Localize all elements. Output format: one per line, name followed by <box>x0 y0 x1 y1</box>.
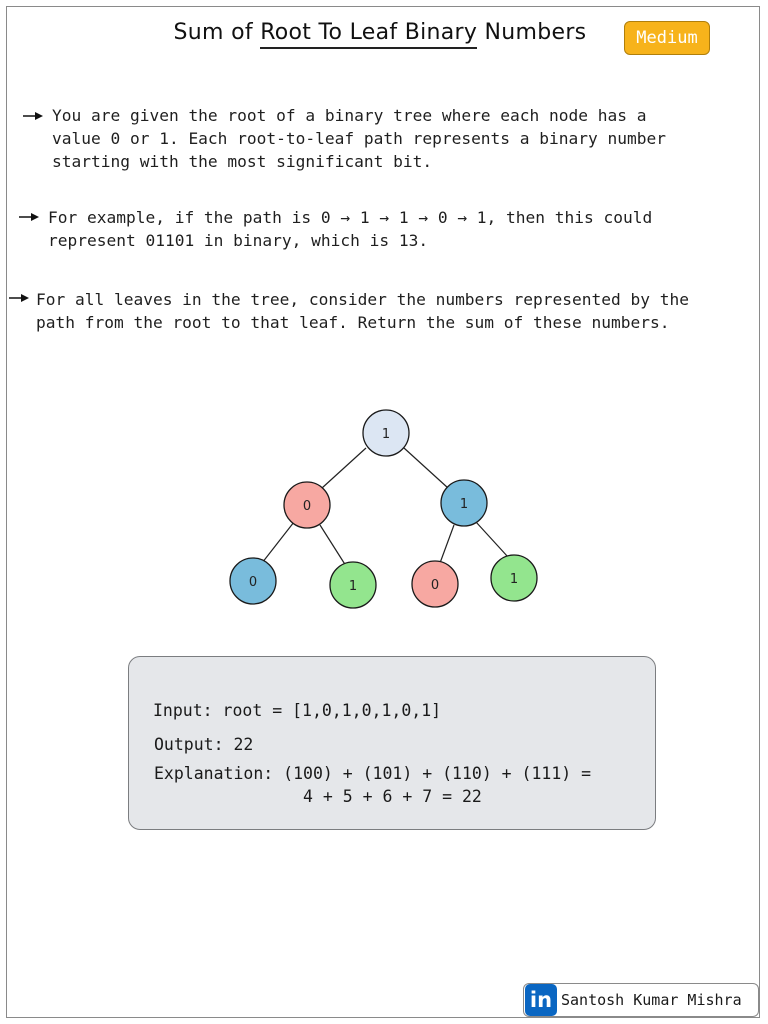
linkedin-icon[interactable]: in <box>525 984 557 1016</box>
example-input: Input: root = [1,0,1,0,1,0,1] <box>153 701 442 720</box>
tree-node-circle <box>283 481 331 529</box>
description-paragraph-1: You are given the root of a binary tree … <box>52 106 666 171</box>
tree-node-value: 1 <box>382 427 390 442</box>
tree-node-lr: 1 <box>329 561 377 609</box>
tree-node-rr: 1 <box>490 554 538 602</box>
tree-node-circle <box>440 479 488 527</box>
title-suffix: Numbers <box>477 20 587 45</box>
page-title: Sum of Root To Leaf Binary Numbers <box>150 20 610 49</box>
edge-right-left <box>439 524 455 564</box>
tree-node-circle <box>329 561 377 609</box>
tree-edges <box>261 447 509 567</box>
title-prefix: Sum of <box>173 20 261 45</box>
tree-node-root: 1 <box>362 409 410 457</box>
tree-node-r: 1 <box>440 479 488 527</box>
arrow-icon <box>23 112 43 120</box>
arrow-icon <box>19 213 39 221</box>
tree-node-value: 1 <box>349 579 357 594</box>
author-tag: in Santosh Kumar Mishra <box>523 983 759 1017</box>
tree-node-value: 1 <box>460 497 468 512</box>
tree-node-value: 0 <box>431 578 439 593</box>
example-output: Output: 22 <box>154 735 254 754</box>
edge-root-right <box>403 447 449 489</box>
author-name: Santosh Kumar Mishra <box>561 991 742 1009</box>
description-paragraph-3: For all leaves in the tree, consider the… <box>36 290 689 332</box>
edge-left-left <box>261 521 295 564</box>
example-box: Input: root = [1,0,1,0,1,0,1] Output: 22… <box>128 656 656 830</box>
tree-node-ll: 0 <box>229 557 277 605</box>
tree-node-value: 1 <box>510 572 518 587</box>
description-paragraph-2: For example, if the path is 0 → 1 → 1 → … <box>48 208 653 250</box>
tree-node-circle <box>362 409 410 457</box>
page-frame <box>6 6 760 1018</box>
tree-node-circle <box>411 560 459 608</box>
edge-root-left <box>321 447 367 489</box>
edge-left-right <box>319 524 347 567</box>
tree-nodes: 1 0 1 0 1 0 1 <box>229 409 538 609</box>
tree-node-rl: 0 <box>411 560 459 608</box>
tree-node-circle <box>490 554 538 602</box>
title-underlined: Root To Leaf Binary <box>260 20 478 49</box>
example-explanation-continued: 4 + 5 + 6 + 7 = 22 <box>303 787 482 806</box>
edge-right-right <box>475 521 509 558</box>
difficulty-badge: Medium <box>624 21 710 55</box>
example-explanation: Explanation: (100) + (101) + (110) + (11… <box>154 764 592 783</box>
arrow-icon <box>9 294 29 302</box>
tree-node-value: 0 <box>303 499 311 514</box>
tree-node-value: 0 <box>249 575 257 590</box>
tree-node-l: 0 <box>283 481 331 529</box>
tree-node-circle <box>229 557 277 605</box>
